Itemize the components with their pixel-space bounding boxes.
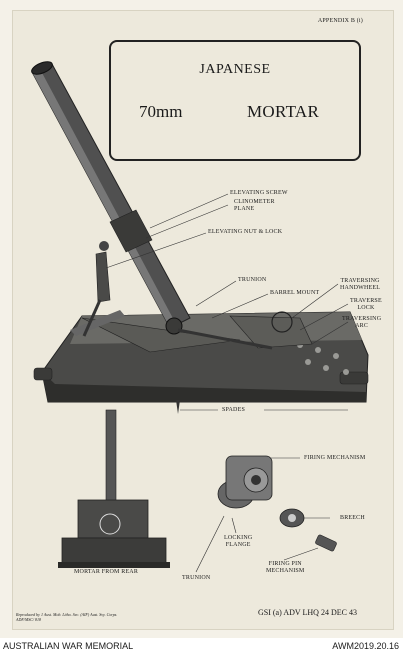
rear-view-drawing (58, 409, 170, 568)
appendix-label: APPENDIX B (i) (317, 18, 363, 24)
label-breech: BREECH (340, 515, 365, 521)
label-firing-mechanism: FIRING MECHANISM (304, 455, 366, 461)
label-traversing-arc: TRAVERSING ARC (342, 316, 382, 329)
institution-name: AUSTRALIAN WAR MEMORIAL (3, 641, 134, 651)
title-weapon: MORTAR (247, 102, 320, 121)
label-clinometer-plane: CLINOMETER PLANE (234, 199, 275, 212)
gsi-date: GSI (a) ADV LHQ 24 DEC 43 (258, 608, 357, 617)
title-box: JAPANESE 70mm MORTAR (109, 40, 361, 161)
label-elevating-screw: ELEVATING SCREW (230, 190, 288, 196)
reproduced-by: Reproduced by 1 Aust. Mob. Litho. Sec. (… (16, 612, 118, 617)
accession-number: AWM2019.20.16 (332, 641, 399, 651)
label-barrel-mount: BARREL MOUNT (270, 290, 320, 296)
detail-drawings (217, 455, 337, 552)
label-traversing-handwheel: TRAVERSING HANDWHEEL (340, 278, 381, 291)
label-trunion: TRUNION (238, 277, 267, 283)
label-mortar-from-rear: MORTAR FROM REAR (74, 569, 139, 575)
label-elevating-nut-lock: ELEVATING NUT & LOCK (208, 229, 283, 235)
leader-lines (105, 193, 349, 573)
label-locking-flange: LOCKING FLANGE (224, 535, 253, 548)
label-spades: SPADES (222, 407, 245, 413)
label-trunion-detail: TRUNION (182, 575, 211, 581)
title-caliber: 70mm (139, 102, 183, 121)
label-traverse-lock: TRAVERSE LOCK (350, 298, 382, 311)
credit-bar: AUSTRALIAN WAR MEMORIAL AWM2019.20.16 (0, 638, 403, 653)
label-firing-pin-mechanism: FIRING PIN MECHANISM (266, 561, 305, 574)
reproduction-credit: Reproduced by 1 Aust. Mob. Litho. Sec. (… (16, 612, 117, 622)
main-mortar-drawing (31, 61, 369, 414)
reference-number: ADF/MSC/ 818 (16, 617, 41, 622)
title-japanese: JAPANESE (199, 62, 271, 77)
